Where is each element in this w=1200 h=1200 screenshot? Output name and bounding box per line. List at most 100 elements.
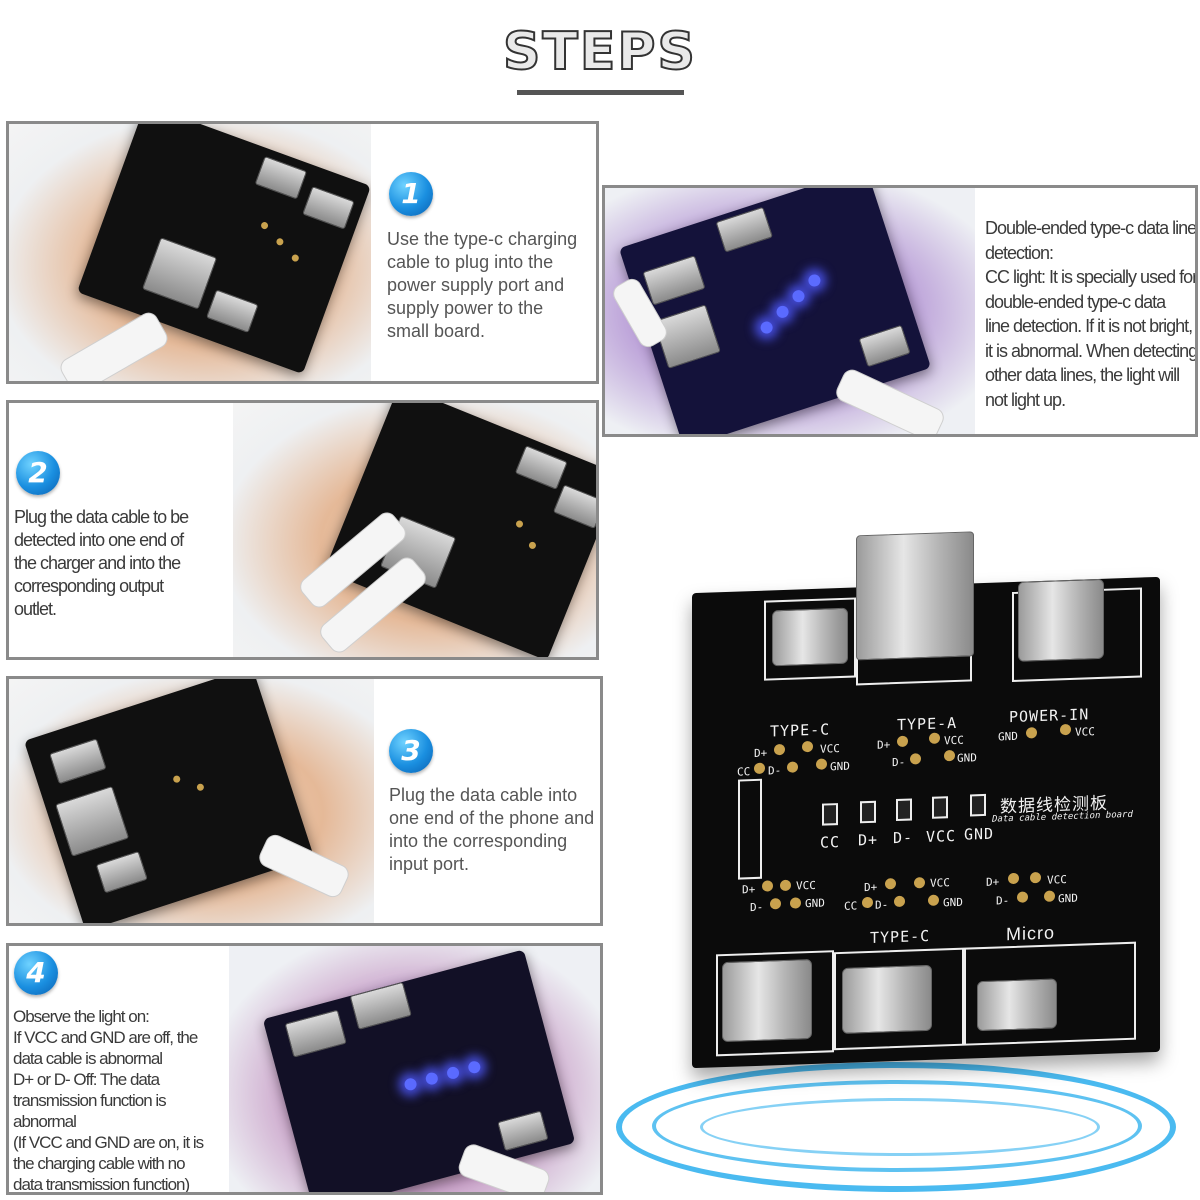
pin-label: VCC bbox=[1075, 725, 1095, 739]
led-indicator bbox=[932, 796, 948, 819]
step-number-badge: 3 bbox=[389, 729, 433, 773]
pin-label: GND bbox=[998, 729, 1018, 744]
step3-photo bbox=[9, 679, 374, 923]
ring-decoration bbox=[700, 1098, 1100, 1156]
pin-label: D- bbox=[892, 755, 906, 770]
solder-pad bbox=[944, 749, 955, 762]
led-indicator bbox=[860, 800, 876, 824]
led-strip bbox=[738, 778, 762, 880]
cc-light-text: Double-ended type-c data line detection:… bbox=[985, 218, 1198, 410]
step3-panel: 3 Plug the data cable into one end of th… bbox=[6, 676, 603, 926]
usb-a-port bbox=[141, 237, 218, 310]
solder-pad bbox=[774, 743, 785, 756]
pin-label: GND bbox=[805, 896, 825, 911]
pin-label: GND bbox=[1058, 891, 1078, 906]
usb-port bbox=[284, 1009, 347, 1058]
usb-port bbox=[715, 206, 774, 253]
usb-port bbox=[302, 186, 355, 230]
led-indicator bbox=[822, 803, 838, 826]
solder-pad bbox=[1030, 871, 1041, 884]
solder-pad bbox=[885, 878, 896, 890]
solder-pad bbox=[1017, 891, 1028, 903]
solder-pad bbox=[1026, 727, 1037, 739]
pin-label: GND bbox=[830, 759, 850, 774]
led-label-cc: CC bbox=[820, 833, 841, 852]
step4-photo bbox=[229, 946, 600, 1192]
pin-label: D- bbox=[875, 898, 889, 912]
pad bbox=[290, 253, 300, 263]
pad bbox=[514, 519, 525, 529]
solder-pad bbox=[802, 740, 813, 753]
step2-photo bbox=[233, 403, 596, 657]
pin-label: VCC bbox=[930, 876, 950, 890]
type-a-label: TYPE-A bbox=[897, 713, 958, 735]
pin-label: D+ bbox=[754, 746, 768, 761]
pin-label: VCC bbox=[820, 742, 840, 756]
pin-label: D+ bbox=[864, 880, 878, 895]
pin-label: D- bbox=[750, 900, 764, 915]
step-number-badge: 1 bbox=[389, 172, 433, 216]
pin-label: VCC bbox=[796, 878, 816, 893]
solder-pad bbox=[914, 877, 925, 889]
pin-label: D+ bbox=[877, 738, 891, 752]
led-label-dplus: D+ bbox=[858, 830, 879, 850]
charging-cable bbox=[56, 309, 172, 381]
step-number-badge: 2 bbox=[16, 451, 60, 495]
solder-pad bbox=[897, 735, 908, 748]
blue-led bbox=[445, 1065, 461, 1081]
solder-pad bbox=[816, 758, 827, 770]
usb-port bbox=[49, 738, 107, 785]
ring-decoration bbox=[652, 1080, 1142, 1172]
type-c-port bbox=[772, 607, 848, 667]
usb-port bbox=[858, 324, 911, 368]
pin-label: D- bbox=[768, 764, 782, 778]
solder-pad bbox=[894, 895, 905, 908]
type-c-bottom-label: TYPE-C bbox=[870, 926, 931, 947]
led-label-dminus: D- bbox=[893, 828, 914, 848]
solder-pad bbox=[1060, 723, 1071, 736]
solder-pad bbox=[1044, 890, 1055, 902]
blue-led bbox=[790, 288, 807, 304]
solder-pad bbox=[780, 879, 791, 892]
blue-led bbox=[466, 1059, 482, 1075]
step4-panel: 4 Observe the light on: If VCC and GND a… bbox=[6, 943, 603, 1195]
pin-label: VCC bbox=[1047, 873, 1067, 887]
pin-label: CC bbox=[844, 899, 858, 913]
usb-port bbox=[552, 484, 596, 529]
solder-pad bbox=[928, 894, 939, 906]
step2-text: Plug the data cable to be detected into … bbox=[14, 507, 189, 619]
pin-label: CC bbox=[737, 765, 751, 779]
blue-led bbox=[424, 1071, 440, 1086]
ring-decoration bbox=[616, 1062, 1176, 1192]
pin-label: D+ bbox=[986, 875, 1000, 889]
type-c-port bbox=[722, 958, 812, 1043]
solder-pad bbox=[762, 880, 773, 892]
led-label-vcc: VCC bbox=[926, 826, 957, 846]
solder-pad bbox=[770, 898, 781, 910]
board-image bbox=[23, 679, 315, 923]
pad bbox=[195, 782, 205, 792]
blue-led bbox=[775, 304, 791, 320]
usb-port bbox=[254, 155, 308, 200]
step2-panel: 2 Plug the data cable to be detected int… bbox=[6, 400, 599, 660]
solder-pad bbox=[790, 897, 801, 909]
board-image bbox=[262, 949, 576, 1192]
pin-label: GND bbox=[943, 895, 963, 910]
pad bbox=[260, 221, 270, 231]
usb-a-port bbox=[55, 785, 130, 857]
type-c-port bbox=[1018, 578, 1104, 662]
pin-label: D- bbox=[996, 894, 1010, 908]
solder-pad bbox=[754, 762, 765, 775]
step1-text: Use the type-c charging cable to plug in… bbox=[387, 229, 578, 341]
product-board: TYPE-C TYPE-A POWER-IN D+ VCC CC D- GND … bbox=[692, 531, 1160, 1069]
usb-port bbox=[642, 255, 706, 306]
pad bbox=[275, 237, 285, 247]
usb-port bbox=[95, 850, 148, 894]
blue-led bbox=[403, 1076, 418, 1092]
step1-photo bbox=[9, 124, 371, 381]
usb-port bbox=[497, 1110, 549, 1152]
step3-text: Plug the data cable into one end of the … bbox=[389, 785, 595, 874]
solder-pad bbox=[862, 896, 873, 909]
cc-photo bbox=[605, 188, 975, 434]
step4-text: Observe the light on: If VCC and GND are… bbox=[13, 1007, 204, 1194]
